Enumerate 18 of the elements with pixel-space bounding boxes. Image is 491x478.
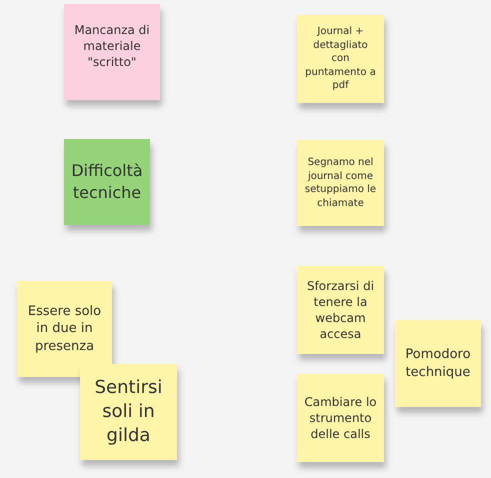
sticky-note <box>64 139 150 225</box>
sticky-note <box>297 374 384 462</box>
sticky-note <box>17 281 112 377</box>
note-text: Sforzarsi di tenere la webcam accesa <box>306 278 376 342</box>
note-text: Journal + dettagliato con puntamento a pdf <box>304 25 377 93</box>
sticky-note <box>80 364 177 460</box>
sticky-note <box>297 15 384 103</box>
sticky-note <box>297 140 384 226</box>
sticky-note <box>395 320 481 407</box>
note-text: Pomodoro technique <box>404 346 472 382</box>
note-text: Cambiare lo strumento delle calls <box>303 394 378 442</box>
note-text: Difficoltà tecniche <box>70 160 144 204</box>
note-text: Sentirsi soli in gilda <box>94 376 164 448</box>
note-text: Essere solo in due in presenza <box>26 302 102 356</box>
sticky-note <box>64 4 160 100</box>
sticky-note <box>297 266 384 354</box>
note-text: Segnamo nel journal come setuppiamo le chiamate <box>304 156 378 210</box>
note-text: Mancanza di materiale "scritto" <box>73 22 151 71</box>
